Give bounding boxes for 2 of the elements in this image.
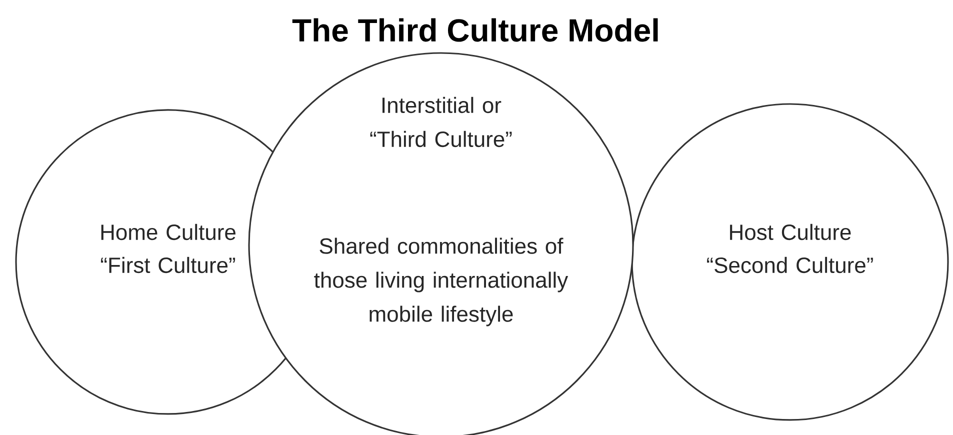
title: The Third Culture Model	[292, 18, 658, 42]
node-label: Interstitial or “Third Culture”	[370, 96, 512, 148]
